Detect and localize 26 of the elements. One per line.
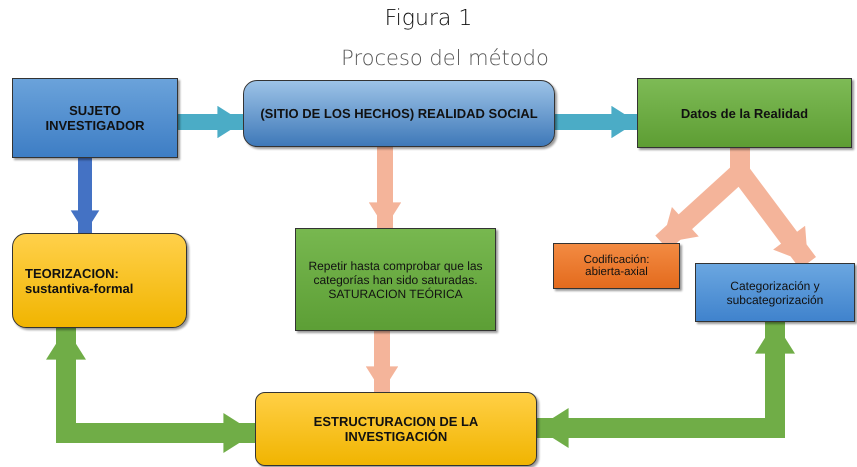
- process-box: [12, 233, 187, 328]
- node-label: TEORIZACION: sustantiva-formal: [25, 266, 134, 296]
- node-label: Categorización y subcategorización: [726, 278, 824, 306]
- node-label: Codificación: abierta-axial: [582, 254, 650, 278]
- process-box: [637, 78, 852, 148]
- node-label: (SITIO DE LOS HECHOS) REALIDAD SOCIAL: [260, 106, 538, 121]
- block-arrow: [537, 322, 795, 448]
- process-box: [12, 78, 178, 158]
- node-label: SUJETO INVESTIGADOR: [44, 103, 146, 133]
- block-arrow: [178, 106, 243, 138]
- process-box: [695, 263, 855, 322]
- block-arrow: [368, 147, 402, 228]
- block-arrow: [366, 331, 398, 392]
- block-arrow: [46, 328, 255, 453]
- node-label: ESTRUCTURACION DE LA INVESTIGACIÓN: [312, 414, 480, 444]
- process-box: [243, 80, 555, 147]
- node-label: SATURACION TEÓRICA: [328, 286, 463, 300]
- figure-subtitle: Proceso del método: [340, 46, 550, 70]
- node-label: Repetir hasta comprobar que las categorías han sido saturadas.: [307, 258, 484, 286]
- figure-title: Figura 1: [384, 6, 474, 31]
- node-label: Datos de la Realidad: [680, 106, 808, 120]
- process-box: [295, 228, 496, 331]
- process-box: [553, 243, 680, 289]
- block-arrow: [70, 158, 100, 233]
- block-arrow: [555, 106, 637, 138]
- process-box: [255, 392, 537, 466]
